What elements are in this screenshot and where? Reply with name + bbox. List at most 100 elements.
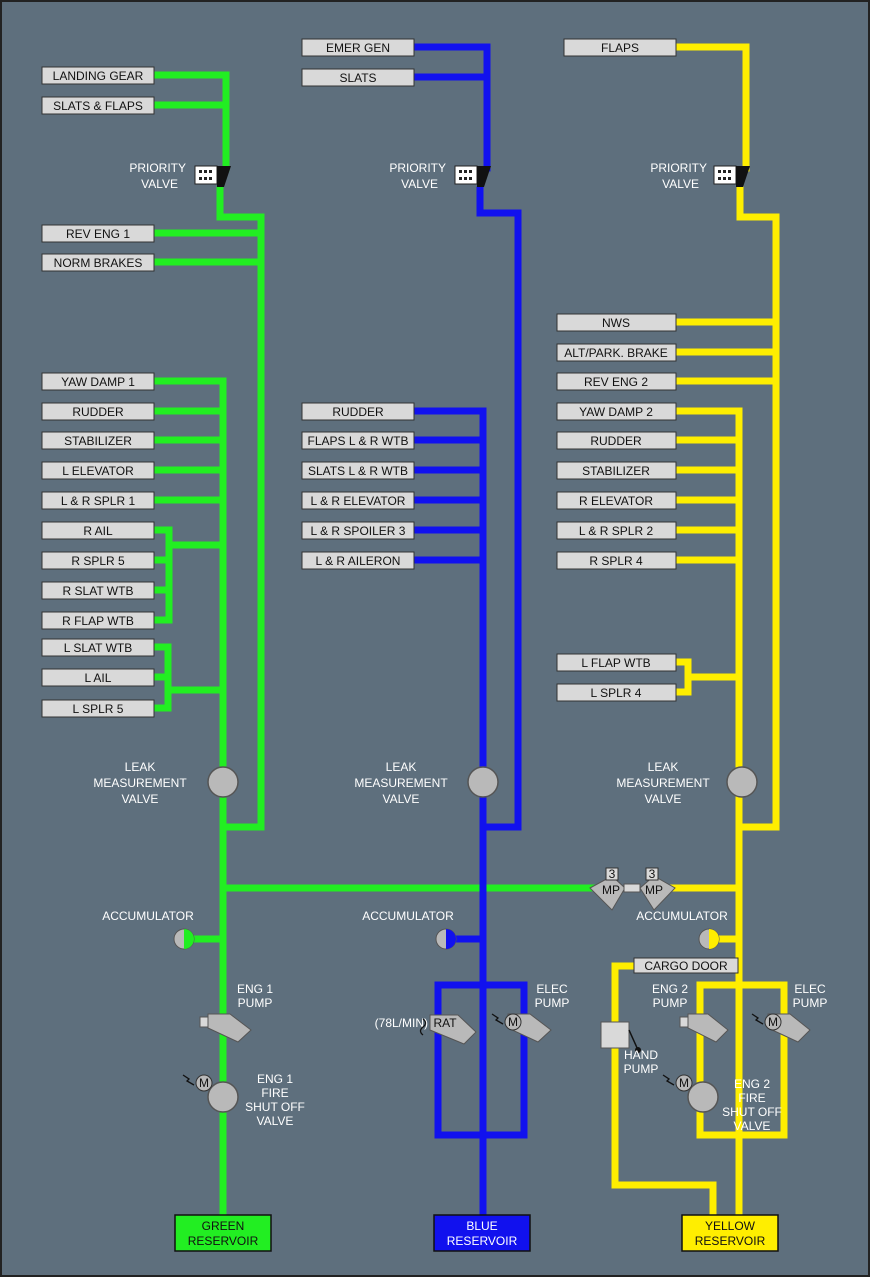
svg-text:RUDDER: RUDDER	[332, 405, 384, 419]
blue-accumulator-label: ACCUMULATOR	[362, 909, 454, 923]
green-consumer-r-ail: R AIL	[41, 521, 155, 540]
svg-text:STABILIZER: STABILIZER	[64, 434, 132, 448]
svg-text:3: 3	[609, 867, 616, 881]
green-accumulator-label: ACCUMULATOR	[102, 909, 194, 923]
svg-text:YAW DAMP 1: YAW DAMP 1	[61, 375, 135, 389]
svg-text:L & R AILERON: L & R AILERON	[316, 554, 401, 568]
blue-consumer-slats-lr-wtb: SLATS L & R WTB	[301, 461, 415, 480]
svg-text:R FLAP WTB: R FLAP WTB	[62, 614, 134, 628]
green-consumer-slats-flaps: SLATS & FLAPS	[41, 96, 155, 115]
green-consumer-stabilizer: STABILIZER	[41, 431, 155, 450]
yellow-accumulator	[698, 928, 720, 950]
blue-consumer-flaps-lr-wtb: FLAPS L & R WTB	[301, 431, 415, 450]
svg-text:L SLAT WTB: L SLAT WTB	[64, 641, 132, 655]
green-accumulator	[173, 928, 195, 950]
green-priority-valve	[194, 165, 231, 187]
yellow-hand-pump	[600, 1021, 641, 1053]
yellow-consumer-r-splr-4: R SPLR 4	[556, 551, 677, 570]
blue-consumer-lr-elevator: L & R ELEVATOR	[301, 491, 415, 510]
blue-elec-pump: M	[504, 1013, 552, 1043]
svg-text:M: M	[768, 1015, 778, 1029]
green-pipes	[151, 71, 604, 1219]
svg-text:L AIL: L AIL	[85, 671, 112, 685]
power-transfer-unit: 3 MP 3 MP	[589, 867, 676, 911]
svg-text:FLAPS: FLAPS	[601, 41, 639, 55]
svg-text:R SPLR 4: R SPLR 4	[589, 554, 643, 568]
yellow-consumer-rudder: RUDDER	[556, 431, 677, 450]
green-consumer-lr-splr-1: L & R SPLR 1	[41, 491, 155, 510]
svg-text:EMER GEN: EMER GEN	[326, 41, 390, 55]
green-consumer-r-splr-5: R SPLR 5	[41, 551, 155, 570]
green-consumer-r-flap-wtb: R FLAP WTB	[41, 611, 155, 630]
svg-text:R SLAT WTB: R SLAT WTB	[63, 584, 134, 598]
yellow-consumer-yaw-damp-2: YAW DAMP 2	[556, 402, 677, 421]
blue-leak-measurement-valve	[467, 766, 499, 798]
svg-text:RUDDER: RUDDER	[590, 434, 642, 448]
svg-text:M: M	[508, 1015, 518, 1029]
yellow-priority-valve	[713, 165, 750, 187]
yellow-consumer-rev-eng-2: REV ENG 2	[556, 372, 677, 391]
green-consumer-norm-brakes: NORM BRAKES	[41, 253, 155, 272]
blue-consumer-lr-aileron: L & R AILERON	[301, 551, 415, 570]
yellow-fire-shutoff-valve: M	[662, 1074, 719, 1113]
green-eng-1-pump	[199, 1013, 252, 1043]
svg-text:REV ENG 2: REV ENG 2	[584, 375, 648, 389]
yellow-consumer-nws: NWS	[556, 313, 677, 332]
yellow-elec-pump-lightning-icon	[751, 1013, 764, 1025]
svg-text:RAT: RAT	[433, 1016, 457, 1030]
blue-consumer-emer-gen: EMER GEN	[301, 38, 415, 57]
yellow-consumer-stabilizer: STABILIZER	[556, 461, 677, 480]
svg-text:SLATS: SLATS	[339, 71, 376, 85]
green-consumer-yaw-damp-1: YAW DAMP 1	[41, 372, 155, 391]
svg-text:L ELEVATOR: L ELEVATOR	[62, 464, 134, 478]
svg-text:YAW DAMP 2: YAW DAMP 2	[579, 405, 653, 419]
yellow-consumer-l-splr-4: L SPLR 4	[556, 683, 677, 702]
yellow-cargo-door: CARGO DOOR	[633, 957, 739, 974]
green-consumer-l-splr-5: L SPLR 5	[41, 699, 155, 718]
yellow-eng-2-pump	[679, 1013, 729, 1043]
green-consumer-r-slat-wtb: R SLAT WTB	[41, 581, 155, 600]
svg-text:NORM BRAKES: NORM BRAKES	[54, 256, 143, 270]
yellow-accumulator-label: ACCUMULATOR	[636, 909, 728, 923]
svg-text:MP: MP	[602, 883, 620, 897]
svg-text:SLATS & FLAPS: SLATS & FLAPS	[53, 99, 143, 113]
green-leak-measurement-valve	[207, 766, 239, 798]
svg-text:M: M	[679, 1076, 689, 1090]
svg-text:CARGO DOOR: CARGO DOOR	[644, 959, 728, 973]
svg-text:M: M	[199, 1076, 209, 1090]
blue-rat: RAT	[429, 1014, 477, 1045]
svg-text:L & R SPLR 2: L & R SPLR 2	[579, 524, 654, 538]
svg-text:RUDDER: RUDDER	[72, 405, 124, 419]
green-consumer-l-ail: L AIL	[41, 668, 155, 687]
yellow-consumer-l-flap-wtb: L FLAP WTB	[556, 653, 677, 672]
blue-accumulator	[435, 928, 457, 950]
blue-consumer-slats: SLATS	[301, 68, 415, 87]
yellow-consumer-flaps: FLAPS	[563, 38, 677, 57]
svg-text:L SPLR 5: L SPLR 5	[73, 702, 124, 716]
rat-turbine-icon	[419, 1018, 427, 1036]
svg-text:ALT/PARK. BRAKE: ALT/PARK. BRAKE	[564, 346, 668, 360]
svg-text:L & R SPLR 1: L & R SPLR 1	[61, 494, 136, 508]
svg-text:STABILIZER: STABILIZER	[582, 464, 650, 478]
svg-text:SLATS L & R WTB: SLATS L & R WTB	[308, 464, 408, 478]
blue-consumers: EMER GEN SLATS RUDDER FLAPS L & R WTB SL…	[301, 38, 415, 570]
svg-text:L SPLR 4: L SPLR 4	[591, 686, 642, 700]
svg-text:L & R SPOILER 3: L & R SPOILER 3	[311, 524, 406, 538]
green-consumer-l-elevator: L ELEVATOR	[41, 461, 155, 480]
